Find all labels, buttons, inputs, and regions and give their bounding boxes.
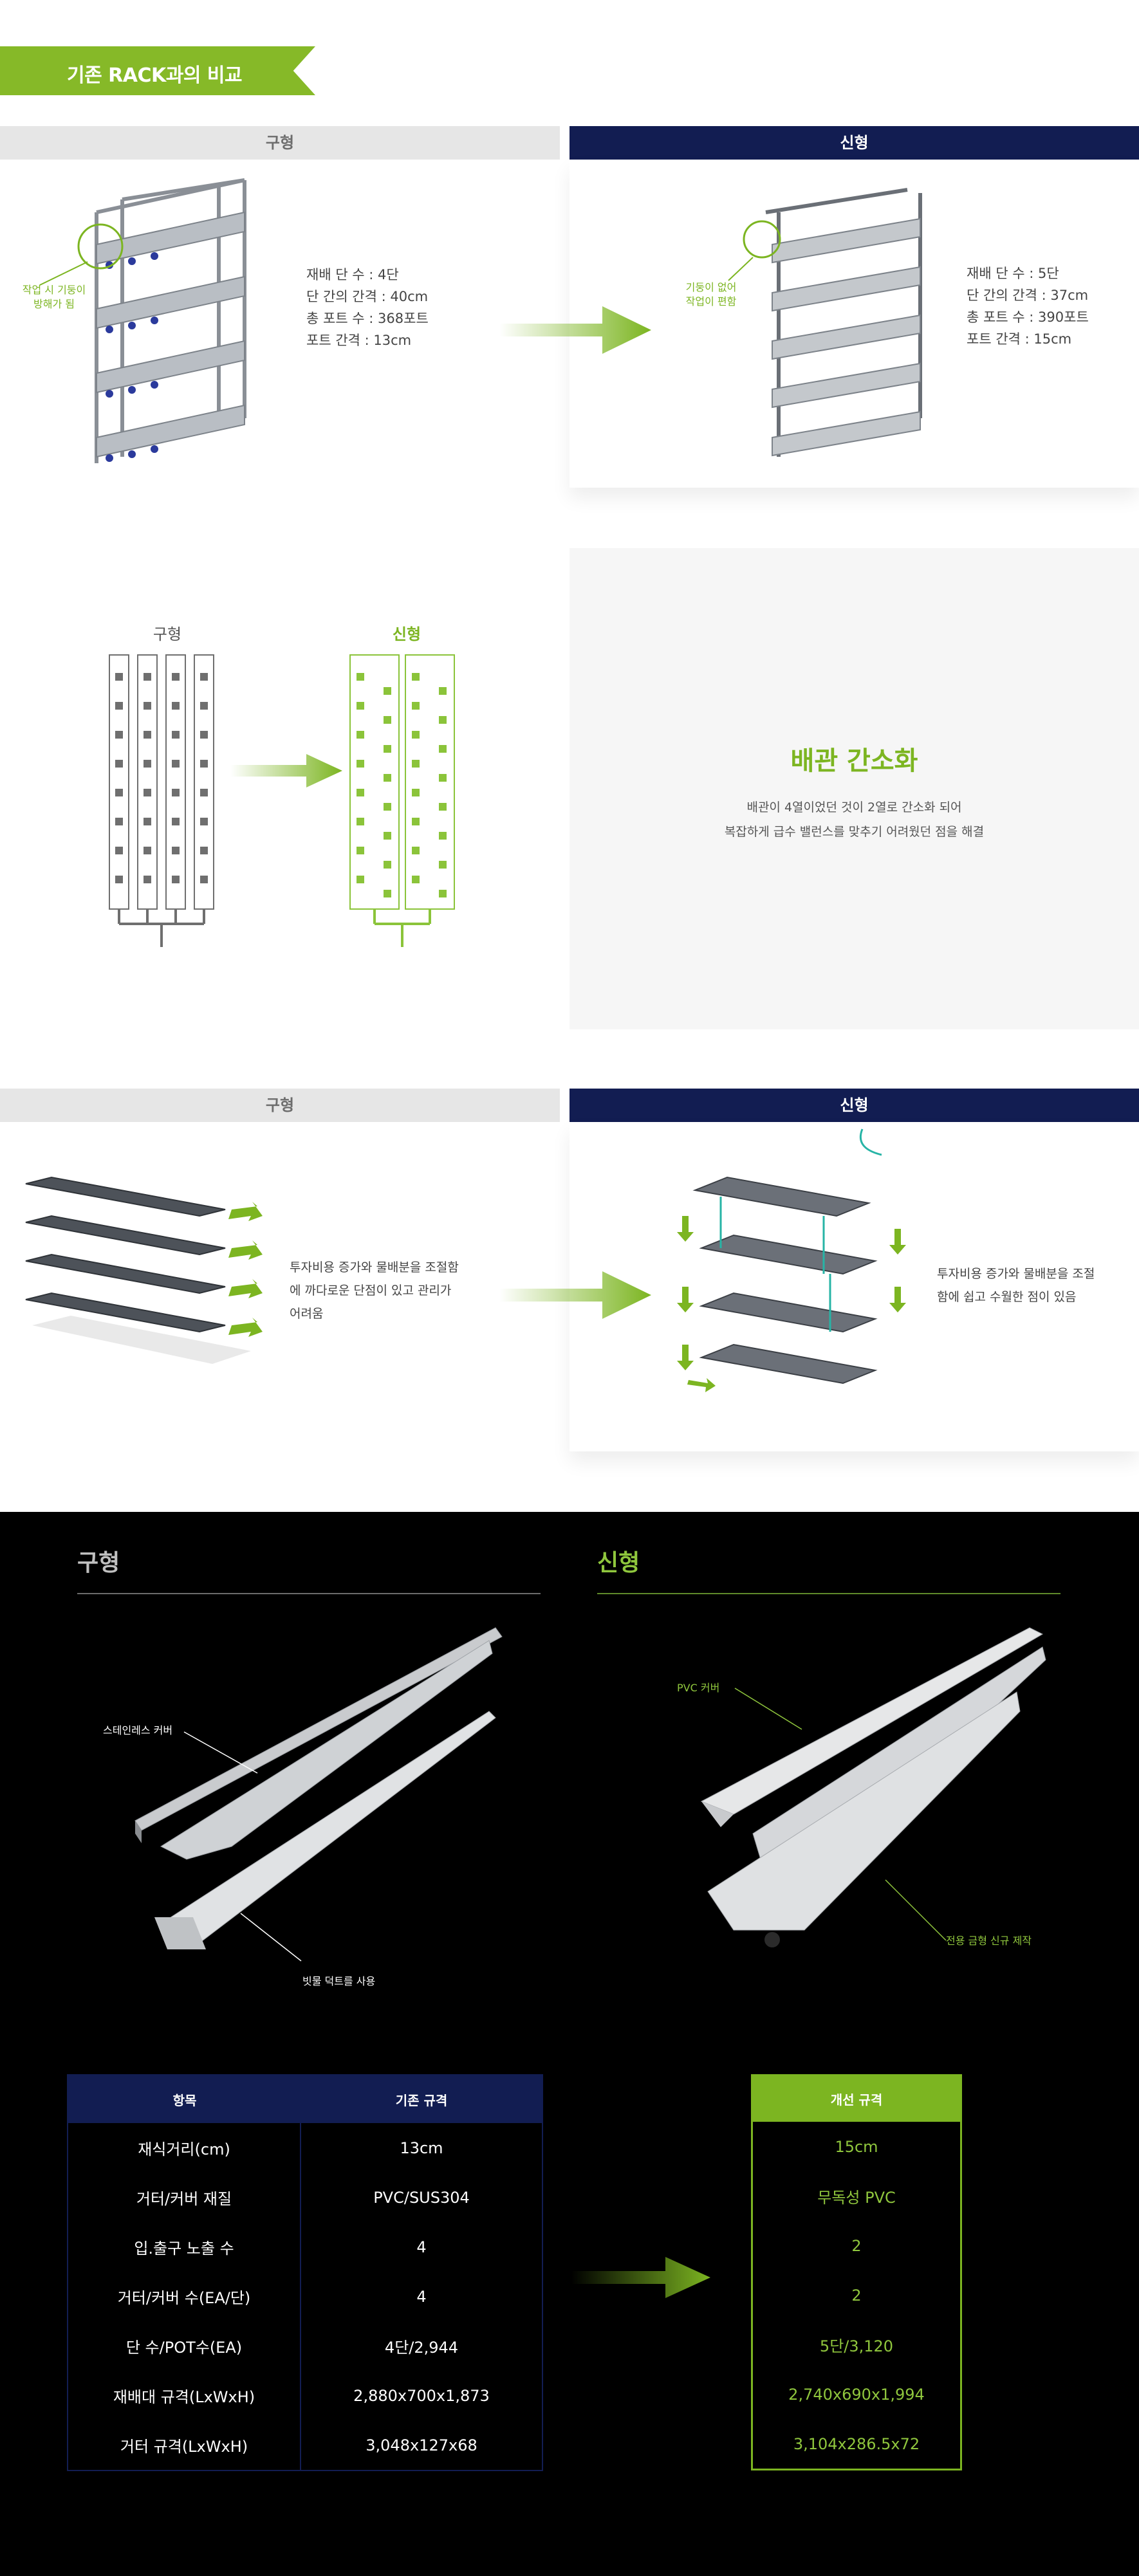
table-row-item: 거터/커버 수(EA/단) xyxy=(117,2289,251,2307)
spec-line: 총 포트 수 : 390포트 xyxy=(967,309,1089,325)
sec3-new-panel xyxy=(570,1122,1139,1451)
page-title: 기존 RACK과의 비교 xyxy=(67,64,243,87)
table-row-new: 2 xyxy=(851,2286,862,2305)
table-row-item: 단 수/POT수(EA) xyxy=(125,2339,243,2357)
new-title-divider xyxy=(597,1593,1060,1594)
spec-line: 포트 간격 : 13cm xyxy=(306,333,412,348)
old-rack-illustration xyxy=(95,178,246,463)
new-mold-label: 전용 금형 신규 제작 xyxy=(946,1935,1032,1947)
table-row-old: 13cm xyxy=(400,2139,443,2157)
old-gutter-title: 구형 xyxy=(77,1550,120,1576)
new-callout-leader-line xyxy=(728,257,754,281)
table-row-old: 4 xyxy=(416,2238,427,2256)
table-row-new: 5단/3,120 xyxy=(819,2337,894,2355)
old-title-divider xyxy=(77,1593,541,1594)
new-cover-label: PVC 커버 xyxy=(677,1682,720,1694)
section-title-tab: 기존 RACK과의 비교 xyxy=(0,46,315,95)
pipe-new-label: 신형 xyxy=(392,625,421,643)
arrow-right-icon xyxy=(499,306,651,354)
pvc-cover-leader-line xyxy=(734,1688,802,1730)
old-gutter-stack-illustration xyxy=(25,1176,263,1364)
sec1-new-header: 신형 xyxy=(570,126,1139,160)
header-new: 개선 규격 xyxy=(753,2076,960,2122)
table-row-item: 거터/커버 재질 xyxy=(136,2190,232,2208)
old-piping-diagram xyxy=(109,654,214,947)
header-old: 기존 규격 xyxy=(395,2092,448,2108)
new-rack-illustration xyxy=(765,188,922,457)
new-rack-highlight-circle-icon xyxy=(743,220,781,259)
table-row-new: 15cm xyxy=(835,2137,878,2156)
spec-line: 총 포트 수 : 368포트 xyxy=(306,311,429,326)
spec-line: 단 간의 간격 : 37cm xyxy=(967,288,1089,303)
table-row-old: 2,880x700x1,873 xyxy=(353,2386,490,2405)
dark-section xyxy=(0,1512,1139,2576)
old-cover-label: 스테인레스 커버 xyxy=(103,1724,173,1736)
spec-line: 포트 간격 : 15cm xyxy=(967,331,1072,347)
new-gutter-cover-illustration xyxy=(700,1627,1046,1947)
spec-line: 재배 단 수 : 4단 xyxy=(306,267,399,282)
new-piping-diagram xyxy=(349,654,455,947)
duct-leader-line xyxy=(240,1913,302,1962)
table-row-old: 4 xyxy=(416,2287,427,2306)
old-rack-highlight-circle-icon xyxy=(77,223,124,270)
old-rack-specs: 재배 단 수 : 4단 단 간의 간격 : 40cm 총 포트 수 : 368포… xyxy=(306,264,486,351)
arrow-right-icon xyxy=(499,1271,651,1319)
spec-line: 단 간의 간격 : 40cm xyxy=(306,289,429,304)
old-gutter-cover-illustration xyxy=(134,1627,503,1949)
header-item: 항목 xyxy=(172,2092,197,2108)
sec3-old-header: 구형 xyxy=(0,1089,560,1122)
new-rack-specs: 재배 단 수 : 5단 단 간의 간격 : 37cm 총 포트 수 : 390포… xyxy=(967,262,1121,350)
spec-line: 재배 단 수 : 5단 xyxy=(967,266,1059,281)
new-gutter-stack-illustration xyxy=(677,1128,906,1392)
table-row-new: 3,104x286.5x72 xyxy=(793,2434,920,2453)
table-row-item: 재식거리(cm) xyxy=(138,2140,230,2158)
new-spec-table: 개선 규격 15cm 무독성 PVC 2 2 5단/3,120 2,740x69… xyxy=(751,2074,962,2470)
old-table-header: 항목 기존 규격 xyxy=(68,2075,542,2123)
cover-leader-line xyxy=(183,1731,258,1774)
table-row-item: 거터 규격(LxWxH) xyxy=(120,2438,248,2456)
mold-leader-line xyxy=(885,1879,947,1941)
table-row-old: PVC/SUS304 xyxy=(373,2188,470,2207)
table-row-old: 4단/2,944 xyxy=(384,2339,459,2357)
piping-title: 배관 간소화 xyxy=(790,746,918,776)
table-row-old: 3,048x127x68 xyxy=(366,2436,477,2454)
pipe-old-label: 구형 xyxy=(153,625,182,643)
sec1-old-header: 구형 xyxy=(0,126,560,160)
arrow-right-icon xyxy=(230,754,342,787)
old-callout-leader-line xyxy=(39,261,88,286)
sec3-new-header: 신형 xyxy=(570,1089,1139,1122)
table-row-item: 재배대 규격(LxWxH) xyxy=(113,2388,255,2406)
new-gutter-title: 신형 xyxy=(597,1550,640,1576)
table-row-new: 2 xyxy=(851,2236,862,2255)
old-spec-table: 항목 기존 규격 재식거리(cm) 거터/커버 재질 입.출구 노출 수 거터/… xyxy=(67,2074,543,2471)
arrow-right-icon xyxy=(571,2257,710,2298)
table-row-item: 입.출구 노출 수 xyxy=(134,2240,234,2258)
table-row-new: 2,740x690x1,994 xyxy=(788,2385,925,2404)
table-row-new: 무독성 PVC xyxy=(817,2189,896,2207)
old-duct-label: 빗물 덕트를 사용 xyxy=(302,1975,376,1987)
